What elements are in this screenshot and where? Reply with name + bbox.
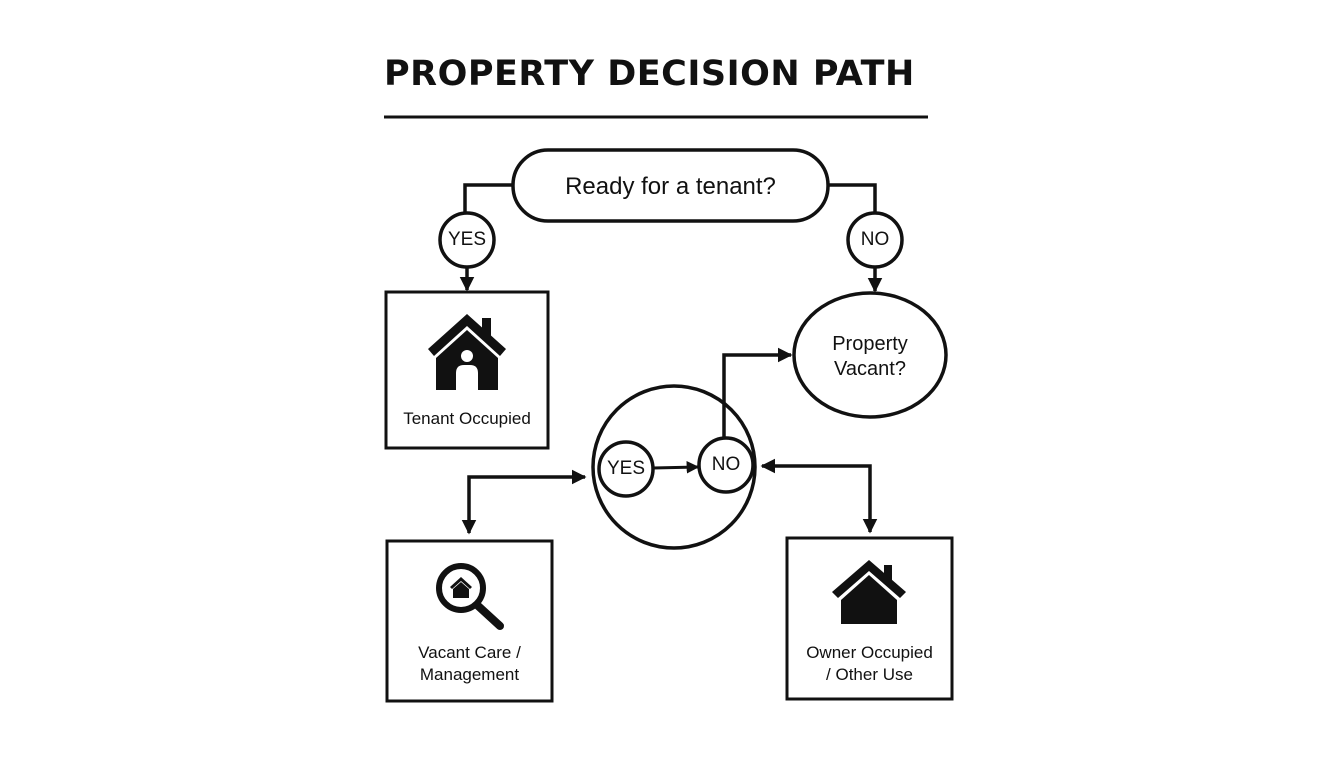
- owner-occupied-label-line2: / Other Use: [826, 665, 913, 684]
- page-title: PROPERTY DECISION PATH: [384, 54, 915, 94]
- hub-yes-label: YES: [606, 458, 646, 479]
- magnifier-house-icon: [436, 563, 504, 630]
- owner-occupied-label-line1: Owner Occupied: [806, 643, 933, 662]
- arrow-no-to-vacant-check: [722, 347, 793, 438]
- connector-no-branch: [828, 183, 877, 214]
- yes-badge-label: YES: [447, 229, 487, 250]
- tenant-occupied-label: Tenant Occupied: [403, 409, 531, 428]
- hub-no-label: NO: [711, 454, 741, 475]
- connector-hub-vacant-care: [461, 469, 587, 535]
- arrow-hub-yes-to-no: [652, 460, 700, 474]
- house-icon: [832, 560, 906, 624]
- decision-question: Ready for a tenant?: [565, 173, 776, 200]
- vacant-check-label-line2: Vacant?: [834, 358, 906, 380]
- hub-yes-circle: [597, 440, 655, 498]
- connector-hub-owner: [760, 458, 878, 534]
- vacant-care-label-line2: Management: [419, 665, 520, 684]
- house-person-icon: [428, 314, 506, 390]
- connector-yes-branch: [463, 183, 513, 214]
- no-badge-label: NO: [860, 229, 890, 250]
- vacant-check-label-line1: Property: [832, 333, 908, 355]
- vacant-care-label-line1: Vacant Care /: [418, 643, 521, 662]
- vacant-check-node: [792, 291, 948, 419]
